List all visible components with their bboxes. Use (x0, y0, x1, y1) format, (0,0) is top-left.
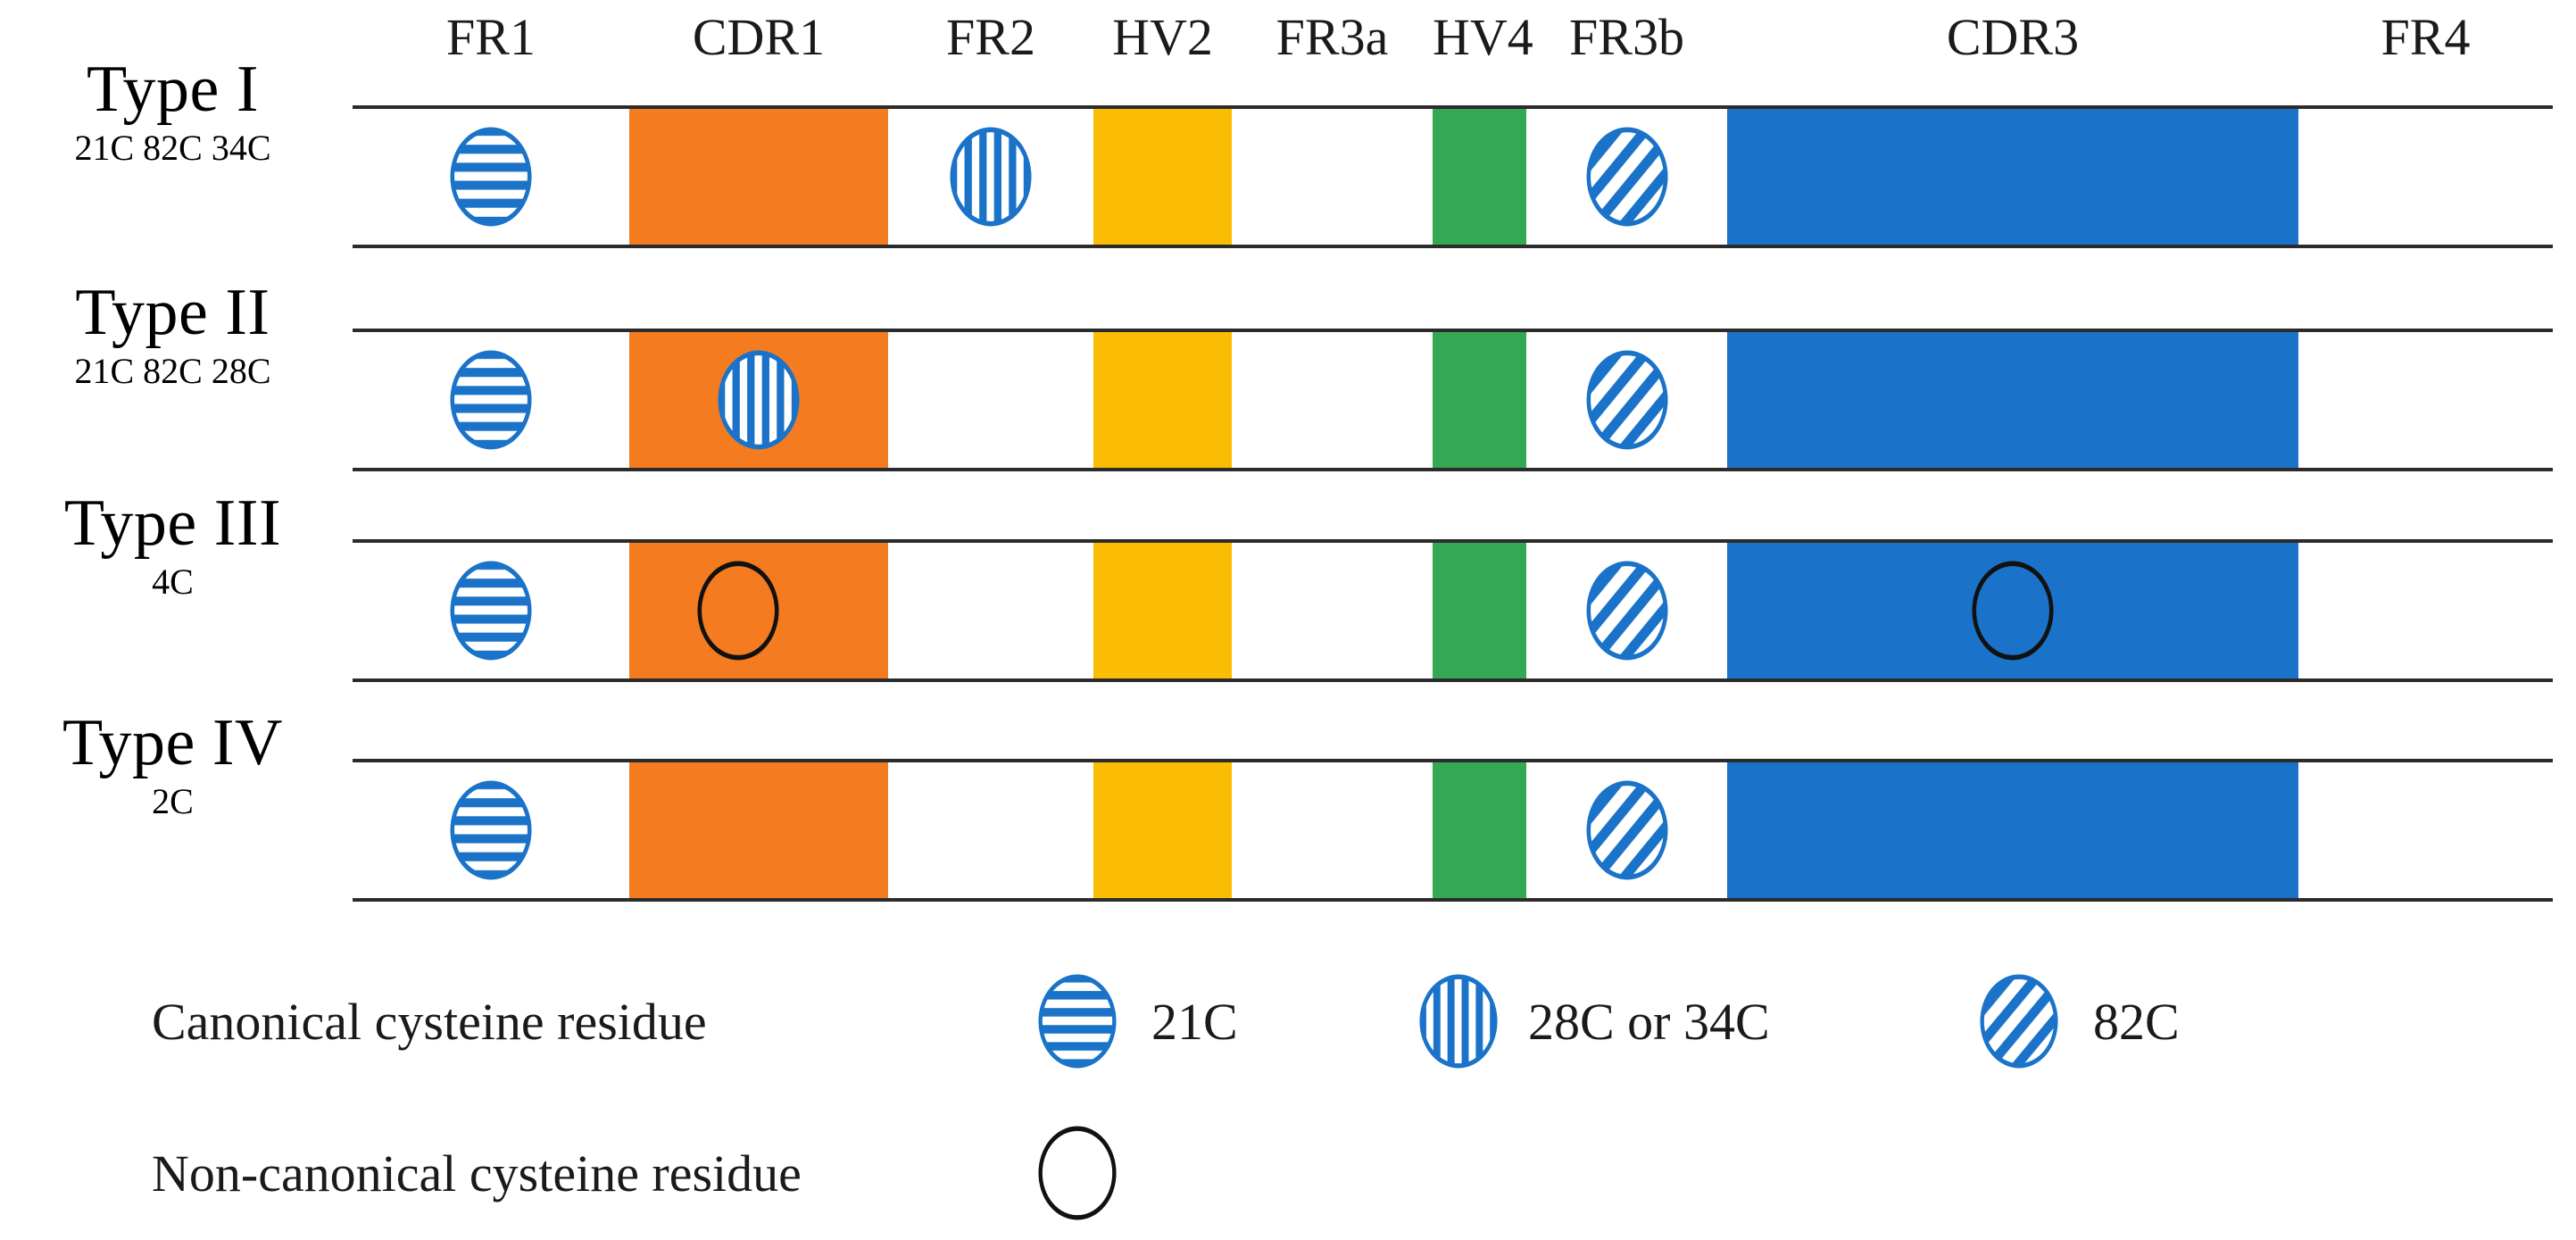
segment-type-1-cdr3 (1727, 109, 2298, 245)
column-header-fr3b: FR3b (1569, 8, 1684, 66)
segment-type-2-hv4 (1433, 332, 1526, 468)
row-cysteine-list-type-3: 4C (152, 562, 194, 602)
column-header-fr1: FR1 (446, 8, 536, 66)
legend-glyph-h-stripe (1038, 974, 1117, 1069)
segment-type-4-hv2 (1093, 762, 1232, 898)
segment-type-3-fr2 (888, 543, 1093, 678)
segment-type-4-fr4 (2298, 762, 2553, 898)
segment-type-1-cdr1 (629, 109, 888, 245)
cysteine-marker-h-stripe-type-3-fr1 (450, 561, 532, 661)
legend-glyph-v-stripe (1419, 974, 1498, 1069)
legend-glyph-d-stripe (1980, 974, 2058, 1069)
segment-type-3-fr4 (2298, 543, 2553, 678)
column-header-hv2: HV2 (1112, 8, 1213, 66)
cysteine-marker-v-stripe-type-2-cdr1 (718, 350, 800, 450)
row-title-type-4: Type IV (62, 706, 283, 779)
segment-type-2-hv2 (1093, 332, 1232, 468)
legend-label-canonical: Canonical cysteine residue (152, 993, 707, 1051)
segment-type-2-cdr3 (1727, 332, 2298, 468)
column-header-fr3a: FR3a (1276, 8, 1389, 66)
segment-type-2-fr4 (2298, 332, 2553, 468)
segment-type-1-hv4 (1433, 109, 1526, 245)
segment-type-3-cdr1 (629, 543, 888, 678)
column-header-hv4: HV4 (1433, 8, 1533, 66)
domain-bar-type-2 (353, 329, 2553, 471)
cysteine-marker-v-stripe-type-1-fr2 (950, 127, 1032, 227)
column-header-row: FR1 CDR1 FR2 HV2 FR3a HV4 FR3b CDR3 FR4 (0, 0, 2576, 89)
segment-type-4-cdr1 (629, 762, 888, 898)
segment-type-1-hv2 (1093, 109, 1232, 245)
segment-type-4-fr3a (1232, 762, 1433, 898)
column-header-cdr1: CDR1 (692, 8, 826, 66)
cysteine-marker-dotted-gray-type-3-cdr3 (1972, 561, 2054, 661)
column-header-cdr3: CDR3 (1946, 8, 2080, 66)
cysteine-marker-d-stripe-type-4-fr3b (1585, 780, 1668, 880)
segment-type-4-fr2 (888, 762, 1093, 898)
cysteine-marker-h-stripe-type-2-fr1 (450, 350, 532, 450)
legend-row-non-canonical: Non-canonical cysteine residue (0, 1120, 2576, 1228)
cysteine-marker-dotted-gray-type-3-cdr1 (697, 561, 779, 661)
cysteine-marker-d-stripe-type-1-fr3b (1585, 127, 1668, 227)
column-header-fr2: FR2 (946, 8, 1035, 66)
row-title-type-2: Type II (75, 276, 270, 349)
column-header-fr4: FR4 (2381, 8, 2471, 66)
row-cysteine-list-type-2: 21C 82C 28C (74, 351, 271, 391)
legend-item-text-v-stripe: 28C or 34C (1528, 993, 1770, 1051)
cysteine-marker-d-stripe-type-2-fr3b (1585, 350, 1668, 450)
cysteine-marker-h-stripe-type-4-fr1 (450, 780, 532, 880)
segment-type-4-cdr3 (1727, 762, 2298, 898)
segment-type-3-hv2 (1093, 543, 1232, 678)
segment-type-3-hv4 (1433, 543, 1526, 678)
segment-type-3-fr3a (1232, 543, 1433, 678)
segment-type-1-fr4 (2298, 109, 2553, 245)
legend-label-non-canonical: Non-canonical cysteine residue (152, 1144, 802, 1203)
segment-type-1-fr3a (1232, 109, 1433, 245)
legend-glyph-dotted-gray (1038, 1126, 1117, 1220)
domain-bar-type-3 (353, 539, 2553, 682)
legend-item-text-d-stripe: 82C (2093, 993, 2180, 1051)
segment-type-2-fr3a (1232, 332, 1433, 468)
legend-item-text-h-stripe: 21C (1151, 993, 1238, 1051)
domain-bar-type-1 (353, 105, 2553, 248)
domain-bar-type-4 (353, 759, 2553, 902)
segment-type-4-hv4 (1433, 762, 1526, 898)
cysteine-marker-d-stripe-type-3-fr3b (1585, 561, 1668, 661)
row-cysteine-list-type-1: 21C 82C 34C (74, 128, 271, 168)
row-title-type-1: Type I (86, 53, 260, 126)
cysteine-marker-h-stripe-type-1-fr1 (450, 127, 532, 227)
row-title-type-3: Type III (63, 487, 282, 560)
legend-row-canonical: Canonical cysteine residue 21C 28C or 34C 8… (0, 969, 2576, 1076)
segment-type-2-fr2 (888, 332, 1093, 468)
row-cysteine-list-type-4: 2C (152, 781, 194, 821)
